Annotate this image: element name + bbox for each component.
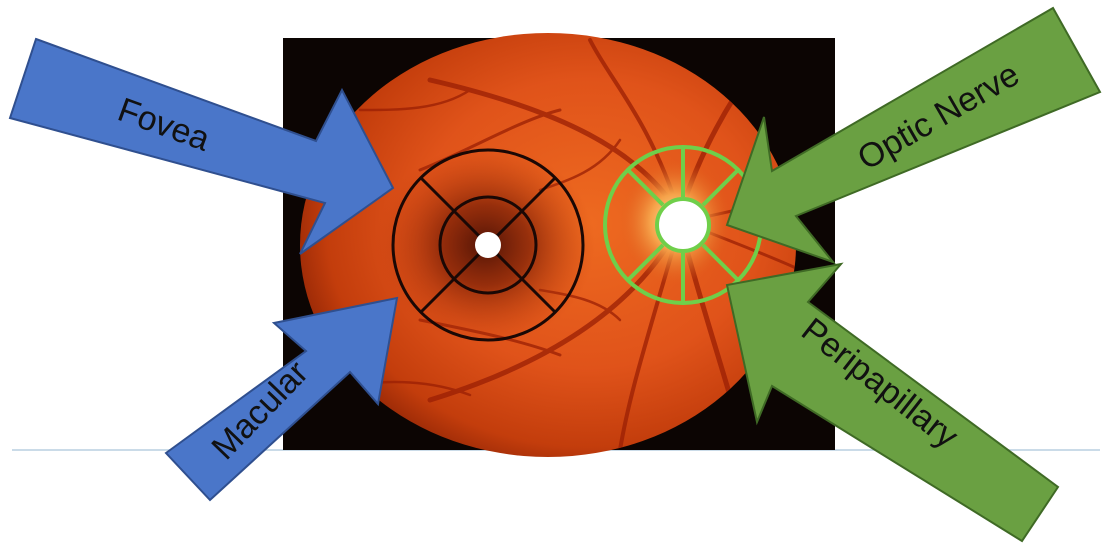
optic-disc-marker [657, 199, 709, 251]
fovea-marker [475, 232, 501, 258]
